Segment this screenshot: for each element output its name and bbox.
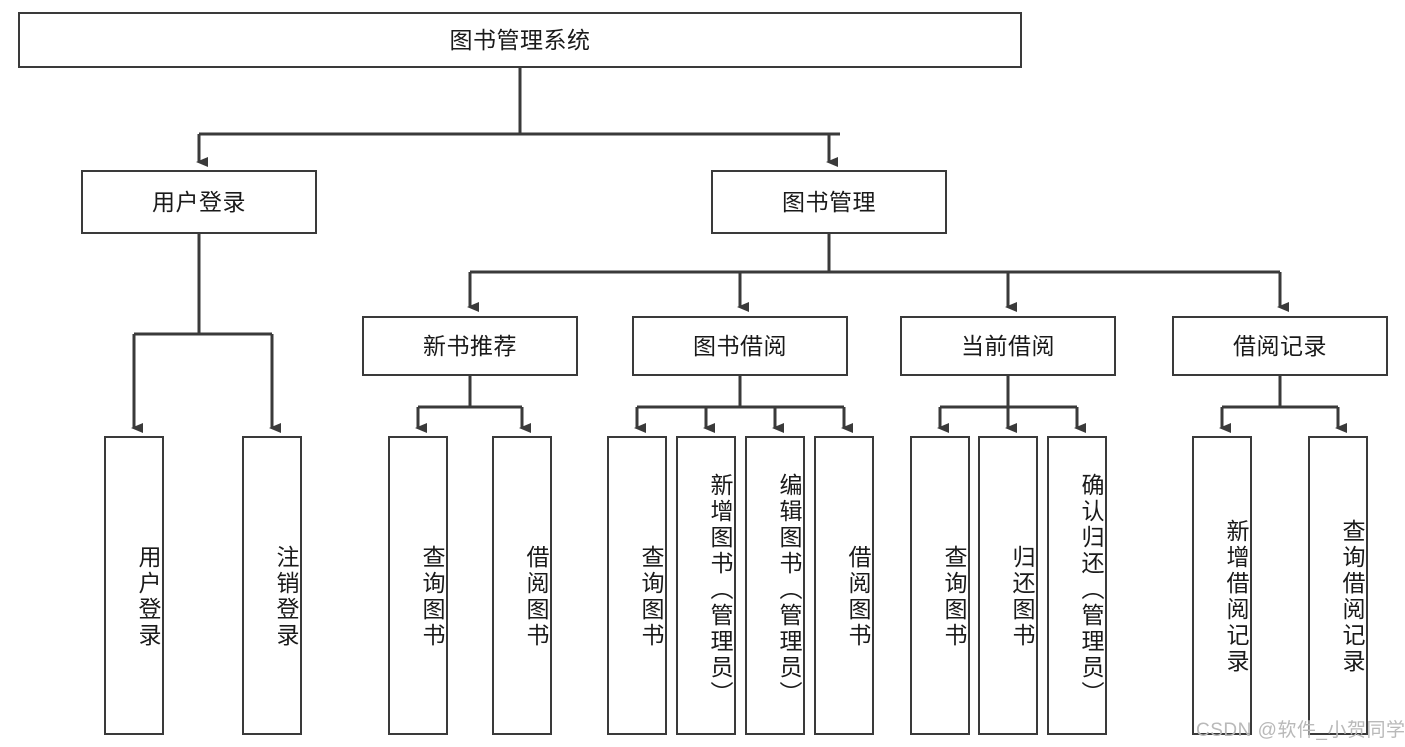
node-book-borrow-label: 图书借阅 [693, 332, 787, 359]
node-leaf-add-book[interactable]: 新增图书（管理员） [676, 436, 736, 735]
node-leaf-borrow-book-2[interactable]: 借阅图书 [814, 436, 874, 735]
node-leaf-query-book-1[interactable]: 查询图书 [388, 436, 448, 735]
node-current-borrow[interactable]: 当前借阅 [900, 316, 1116, 376]
node-new-book-recommend-label: 新书推荐 [423, 332, 517, 359]
node-leaf-confirm-return[interactable]: 确认归还（管理员） [1047, 436, 1107, 735]
node-leaf-borrow-book-1-label: 借阅图书 [523, 544, 549, 649]
node-leaf-user-logout-label: 注销登录 [273, 544, 299, 649]
watermark-text: CSDN @软件_小贺同学 [1196, 720, 1405, 741]
node-leaf-add-record[interactable]: 新增借阅记录 [1192, 436, 1252, 735]
node-leaf-edit-book-label: 编辑图书（管理员） [776, 472, 802, 707]
node-leaf-return-book-label: 归还图书 [1009, 544, 1035, 649]
node-leaf-borrow-book-1[interactable]: 借阅图书 [492, 436, 552, 735]
node-leaf-borrow-book-2-label: 借阅图书 [845, 544, 871, 649]
node-user-login[interactable]: 用户登录 [81, 170, 317, 234]
node-new-book-recommend[interactable]: 新书推荐 [362, 316, 578, 376]
node-leaf-query-book-2[interactable]: 查询图书 [607, 436, 667, 735]
node-leaf-query-record-label: 查询借阅记录 [1339, 518, 1365, 675]
node-leaf-confirm-return-label: 确认归还（管理员） [1078, 472, 1104, 707]
node-leaf-query-record[interactable]: 查询借阅记录 [1308, 436, 1368, 735]
node-leaf-add-book-label: 新增图书（管理员） [707, 472, 733, 707]
node-leaf-add-record-label: 新增借阅记录 [1223, 518, 1249, 675]
node-user-login-label: 用户登录 [152, 188, 246, 215]
node-root[interactable]: 图书管理系统 [18, 12, 1022, 68]
node-leaf-query-book-3[interactable]: 查询图书 [910, 436, 970, 735]
node-borrow-record-label: 借阅记录 [1233, 332, 1327, 359]
node-book-management-label: 图书管理 [782, 188, 876, 215]
node-leaf-query-book-1-label: 查询图书 [419, 544, 445, 649]
node-book-management[interactable]: 图书管理 [711, 170, 947, 234]
node-leaf-return-book[interactable]: 归还图书 [978, 436, 1038, 735]
node-leaf-query-book-3-label: 查询图书 [941, 544, 967, 649]
node-leaf-user-login-label: 用户登录 [135, 544, 161, 649]
node-borrow-record[interactable]: 借阅记录 [1172, 316, 1388, 376]
node-leaf-query-book-2-label: 查询图书 [638, 544, 664, 649]
node-root-label: 图书管理系统 [449, 26, 591, 53]
node-leaf-user-logout[interactable]: 注销登录 [242, 436, 302, 735]
node-current-borrow-label: 当前借阅 [961, 332, 1055, 359]
node-leaf-edit-book[interactable]: 编辑图书（管理员） [745, 436, 805, 735]
node-book-borrow[interactable]: 图书借阅 [632, 316, 848, 376]
node-leaf-user-login[interactable]: 用户登录 [104, 436, 164, 735]
